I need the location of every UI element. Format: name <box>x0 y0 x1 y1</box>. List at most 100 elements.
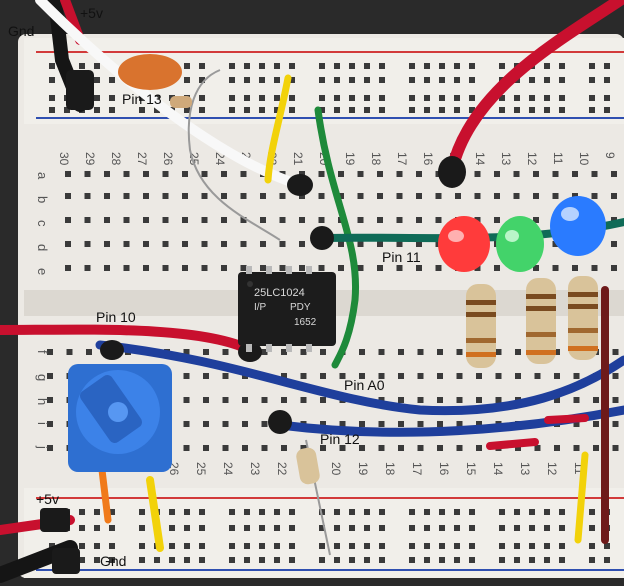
breadboard-hole <box>259 557 265 563</box>
breadboard-hole <box>474 193 481 199</box>
breadboard-hole <box>349 95 355 101</box>
breadboard-hole <box>339 445 346 451</box>
breadboard-hole <box>65 217 71 223</box>
breadboard-hole <box>318 265 325 271</box>
breadboard-hole <box>611 217 617 223</box>
row-letter-bottom: f <box>35 350 50 354</box>
breadboard-hole <box>274 509 280 515</box>
breadboard-hole <box>79 557 85 563</box>
breadboard-hole <box>377 241 383 247</box>
breadboard-hole <box>79 525 85 531</box>
breadboard-hole <box>66 349 73 355</box>
breadboard-hole <box>417 373 424 379</box>
breadboard-hole <box>184 107 190 113</box>
breadboard-hole <box>259 509 265 515</box>
breadboard-hole <box>182 265 188 271</box>
breadboard-hole <box>334 95 340 101</box>
breadboard-hole <box>612 445 619 451</box>
breadboard-hole <box>424 525 430 531</box>
breadboard-hole <box>203 421 209 427</box>
breadboard-hole <box>409 557 415 563</box>
connector-pin12-end <box>268 410 292 434</box>
breadboard-hole <box>184 543 190 549</box>
breadboard-hole <box>494 171 500 177</box>
yellow-wire-bottom-right <box>574 451 589 544</box>
breadboard-hole <box>456 445 463 451</box>
row-letter-bottom: g <box>35 374 50 381</box>
breadboard-hole <box>334 107 340 113</box>
breadboard-hole <box>424 509 430 515</box>
breadboard-hole <box>416 217 422 223</box>
breadboard-hole <box>221 265 227 271</box>
breadboard-hole <box>612 373 619 379</box>
column-number-top: 14 <box>473 152 487 166</box>
breadboard-hole <box>572 265 578 271</box>
column-number-bottom: 19 <box>356 462 370 476</box>
breadboard-hole <box>320 373 326 379</box>
column-number-bottom: 18 <box>383 462 397 476</box>
breadboard-hole <box>364 525 370 531</box>
breadboard-hole <box>259 63 265 69</box>
column-number-top: 9 <box>603 152 617 159</box>
label-pinA0: Pin A0 <box>344 377 385 393</box>
breadboard-hole <box>591 265 598 271</box>
breadboard-hole <box>591 171 598 177</box>
label-pin11: Pin 11 <box>382 249 421 265</box>
breadboard-hole <box>529 509 535 515</box>
breadboard-hole <box>338 265 344 271</box>
breadboard-hole <box>417 421 424 427</box>
breadboard-hole <box>589 107 595 113</box>
breadboard-hole <box>544 557 550 563</box>
breadboard-hole <box>499 525 505 531</box>
breadboard-hole <box>533 217 539 223</box>
breadboard-hole <box>396 217 403 223</box>
breadboard-hole <box>169 525 175 531</box>
connector-red-wire-end <box>438 156 466 188</box>
breadboard-hole <box>552 265 559 271</box>
breadboard-hole <box>281 445 287 451</box>
breadboard-hole <box>544 543 550 549</box>
breadboard-hole <box>469 509 475 515</box>
breadboard-hole <box>604 77 610 83</box>
connector-white-wire-end <box>287 174 313 196</box>
breadboard-hole <box>604 95 610 101</box>
breadboard-hole <box>469 63 475 69</box>
breadboard-hole <box>279 193 286 199</box>
breadboard-hole <box>143 217 149 223</box>
breadboard-hole <box>378 373 385 379</box>
column-number-bottom: 20 <box>329 462 343 476</box>
breadboard-hole <box>143 171 149 177</box>
breadboard-hole <box>240 265 247 271</box>
breadboard-hole <box>544 509 550 515</box>
breadboard-hole <box>222 421 229 427</box>
breadboard-hole <box>184 77 190 83</box>
breadboard-hole <box>396 265 403 271</box>
breadboard-hole <box>162 265 169 271</box>
breadboard-hole <box>199 525 205 531</box>
breadboard-hole <box>201 265 208 271</box>
column-number-bottom: 24 <box>221 462 235 476</box>
breadboard-hole <box>274 95 280 101</box>
breadboard-hole <box>515 373 521 379</box>
breadboard-hole <box>94 63 100 69</box>
breadboard-hole <box>456 373 463 379</box>
breadboard-hole <box>229 77 235 83</box>
breadboard-hole <box>435 193 442 199</box>
red-wire-top-right <box>446 0 624 176</box>
breadboard-hole <box>320 349 326 355</box>
breadboard-hole <box>495 373 502 379</box>
breadboard-hole <box>469 543 475 549</box>
led-blue <box>550 196 606 256</box>
eeprom-chip <box>238 266 336 352</box>
breadboard-hole <box>437 421 443 427</box>
breadboard-hole <box>109 543 115 549</box>
breadboard-hole <box>182 171 188 177</box>
breadboard-hole <box>529 557 535 563</box>
breadboard-hole <box>554 397 560 403</box>
breadboard-hole <box>94 557 100 563</box>
breadboard-hole <box>437 373 443 379</box>
breadboard-hole <box>589 95 595 101</box>
breadboard-hole <box>334 77 340 83</box>
column-number-top: 13 <box>499 152 513 166</box>
